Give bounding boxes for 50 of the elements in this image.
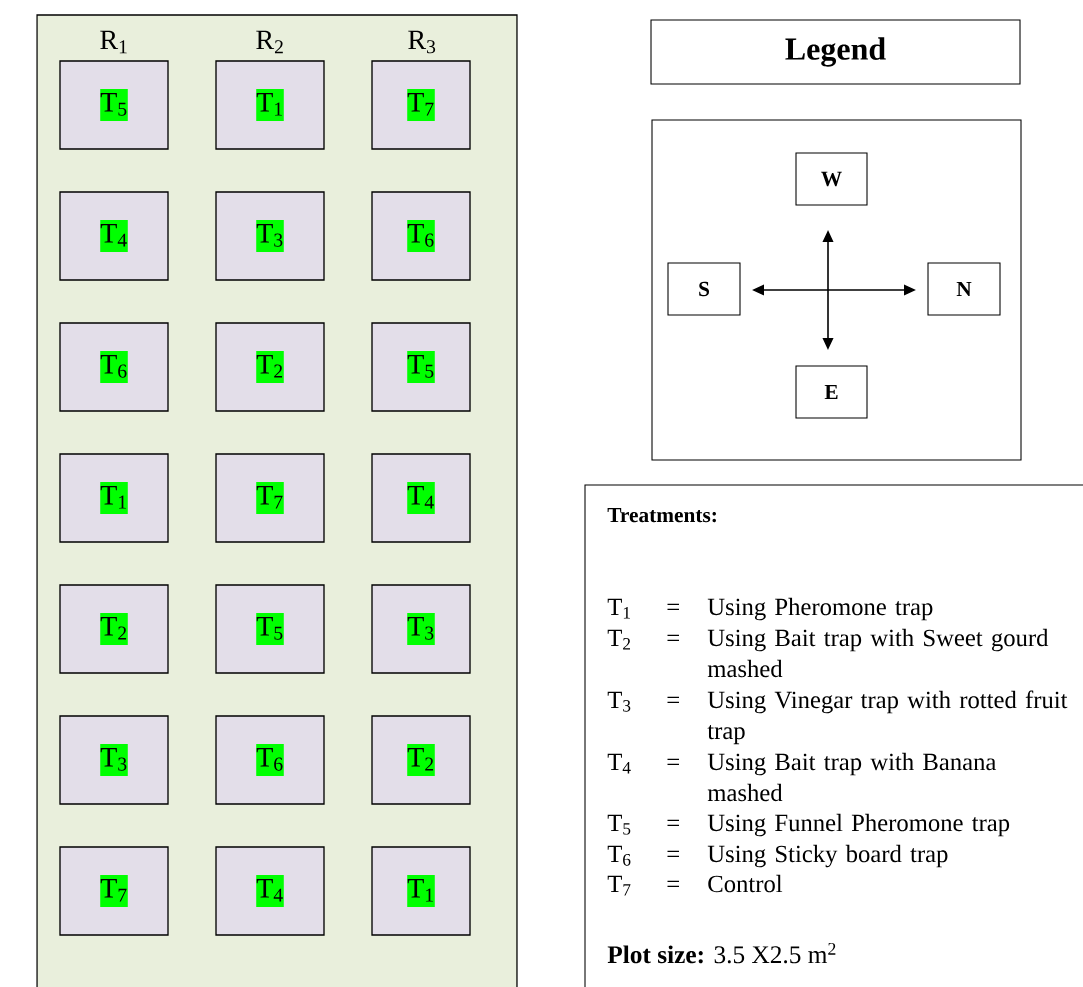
plot-size-note: Plot size: 3.5 X2.5 m$^{2}$: [607, 942, 836, 964]
plot-box: T$_{5}$: [215, 584, 325, 674]
direction-box: E: [795, 365, 868, 419]
treatment-description: Using Sticky board trap: [707, 844, 948, 868]
equals-sign: =: [667, 758, 679, 765]
plot-box: T$_{7}$: [59, 846, 169, 936]
direction-box: W: [795, 152, 868, 206]
treatment-code: T$_{6}$: [607, 845, 631, 866]
panel-heading: Treatments:: [607, 508, 716, 523]
equals-sign: =: [667, 880, 679, 887]
direction-box: S: [667, 262, 741, 316]
plot-box: T$_{5}$: [371, 322, 471, 412]
plot-box: T$_{7}$: [371, 60, 471, 150]
plot-box: T$_{4}$: [215, 846, 325, 936]
treatment-description: Using Bait trap with Banana mashed: [707, 752, 997, 802]
treatment-code: T$_{3}$: [607, 691, 631, 712]
plot-box: T$_{3}$: [59, 715, 169, 805]
plot-box: T$_{6}$: [59, 322, 169, 412]
plot-box: T$_{1}$: [371, 846, 471, 936]
treatment-description: Using Bait trap with Sweet gourd mashed: [707, 628, 1049, 678]
plot-box: T$_{7}$: [215, 453, 325, 543]
treatment-code: T$_{4}$: [607, 753, 631, 774]
legend-title-box: Legend: [650, 19, 1021, 85]
plot-box: T$_{5}$: [59, 60, 169, 150]
treatment-description: Using Pheromone trap: [707, 597, 933, 621]
plot-box: T$_{6}$: [215, 715, 325, 805]
equals-sign: =: [667, 850, 679, 857]
plot-box: T$_{2}$: [215, 322, 325, 412]
treatment-code: T$_{1}$: [607, 598, 630, 619]
direction-box: N: [927, 262, 1001, 316]
equals-sign: =: [667, 634, 679, 641]
plot-box: T$_{1}$: [215, 60, 325, 150]
treatment-description: Control: [708, 874, 783, 893]
treatment-description: Using Funnel Pheromone trap: [707, 813, 1010, 837]
plot-box: T$_{4}$: [59, 191, 169, 281]
plot-box: T$_{6}$: [371, 191, 471, 281]
equals-sign: =: [667, 696, 679, 703]
equals-sign: =: [667, 819, 679, 826]
equals-sign: =: [667, 603, 679, 610]
plot-box: T$_{4}$: [371, 453, 471, 543]
treatment-code: T$_{7}$: [607, 875, 631, 896]
treatment-code: T$_{2}$: [607, 629, 630, 650]
treatment-code: T$_{5}$: [607, 814, 631, 835]
plot-box: T$_{2}$: [371, 715, 471, 805]
plot-box: T$_{3}$: [371, 584, 471, 674]
plot-box: T$_{2}$: [59, 584, 169, 674]
plot-box: T$_{1}$: [59, 453, 169, 543]
compass-box: [651, 119, 1022, 461]
treatment-description: Using Vinegar trap with rotted fruit trap: [707, 690, 1068, 745]
plot-box: T$_{3}$: [215, 191, 325, 281]
